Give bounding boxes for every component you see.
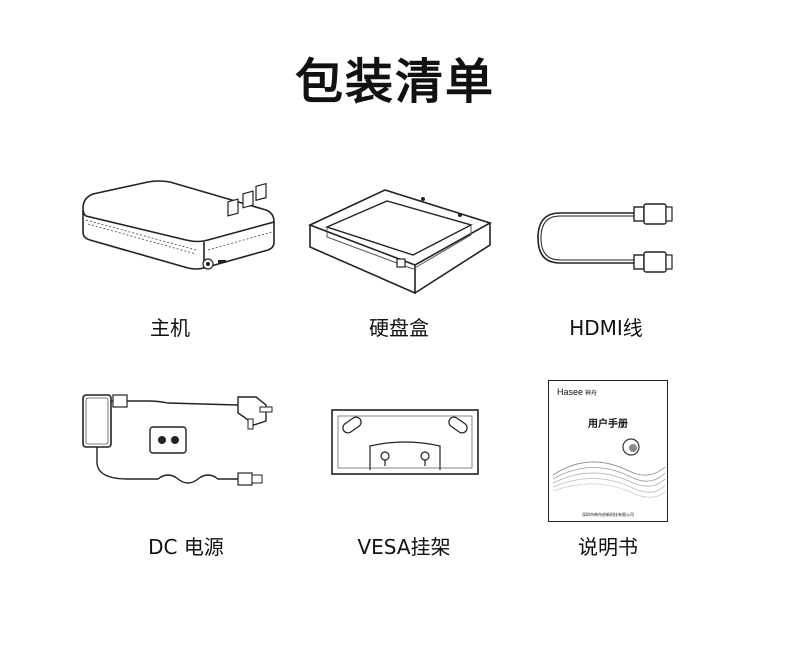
- item-label-dc-power: DC 电源: [148, 535, 224, 559]
- vesa-bracket-image: [330, 408, 480, 478]
- mini-pc-image: [78, 180, 278, 295]
- hdmi-cable-image: [530, 195, 675, 285]
- manual-title: 用户手册: [588, 419, 628, 430]
- item-label-host: 主机: [150, 316, 190, 340]
- item-label-vesa: VESA挂架: [357, 535, 451, 559]
- item-label-hdmi: HDMI线: [569, 316, 643, 340]
- item-label-hdd-caddy: 硬盘盒: [369, 316, 429, 340]
- manual-footer: 深圳市神舟创新科技有限公司: [582, 512, 634, 517]
- item-label-manual: 说明书: [578, 535, 638, 559]
- hdd-caddy-image: [305, 185, 495, 300]
- dc-power-image: [78, 383, 278, 493]
- page-title: 包装清单: [294, 54, 495, 110]
